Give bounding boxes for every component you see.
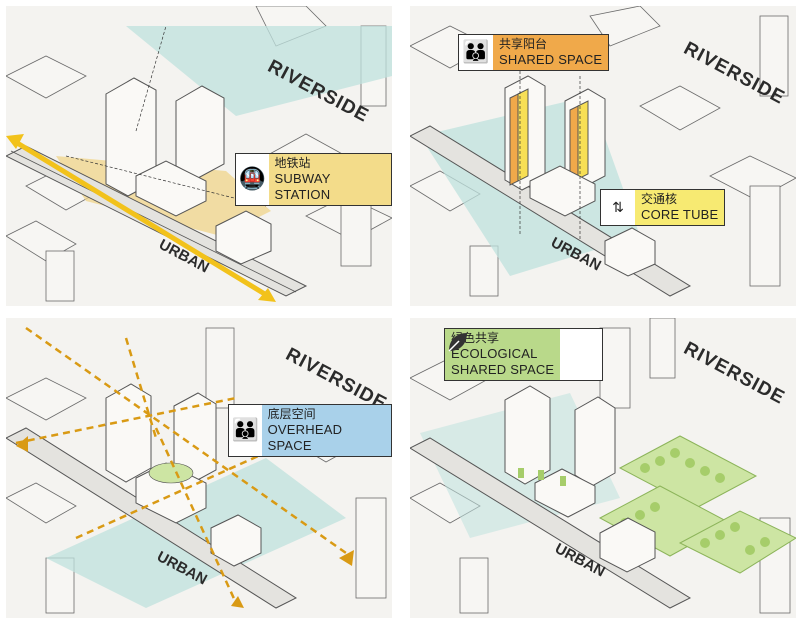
overhead-space-diagram bbox=[6, 326, 387, 614]
overhead-space-callout: 👪 底层空间 OVERHEAD SPACE bbox=[228, 404, 392, 457]
callout-title-en: SHARED SPACE bbox=[499, 52, 603, 67]
callout-title-en: CORE TUBE bbox=[641, 207, 719, 222]
subway-diagram bbox=[6, 6, 392, 302]
panel-subway-station: RIVERSIDE URBAN 🚇 地铁站 SUBWAY STATION bbox=[6, 6, 392, 306]
leaf-icon bbox=[448, 329, 603, 380]
elevator-icon: ⇅ bbox=[601, 190, 635, 225]
ecological-shared-space-callout: 绿色共享 ECOLOGICAL SHARED SPACE bbox=[444, 328, 604, 381]
callout-title-en: SUBWAY STATION bbox=[274, 171, 331, 202]
shared-space-callout: 👪 共享阳台 SHARED SPACE bbox=[458, 34, 610, 71]
panel-ecological-shared-space: RIVERSIDE URBAN 绿色共享 ECOLOGICAL SHARED S… bbox=[410, 318, 796, 618]
shared-space-diagram bbox=[410, 6, 796, 297]
callout-title-en-line1: ECOLOGICAL bbox=[451, 346, 538, 361]
callout-title-cn: 共享阳台 bbox=[499, 37, 548, 51]
panel-overhead-space: RIVERSIDE URBAN 👪 底层空间 OVERHEAD SPACE bbox=[6, 318, 392, 618]
subway-station-callout: 🚇 地铁站 SUBWAY STATION bbox=[235, 153, 392, 206]
callout-title-cn: 地铁站 bbox=[274, 156, 311, 170]
callout-title-en: OVERHEAD SPACE bbox=[267, 422, 343, 453]
core-tube-callout: ⇅ 交通核 CORE TUBE bbox=[600, 189, 726, 226]
callout-title-en-line2: SHARED SPACE bbox=[451, 362, 555, 377]
panel-shared-space: RIVERSIDE URBAN 👪 共享阳台 SHARED SPACE ⇅ 交通… bbox=[410, 6, 796, 306]
people-icon: 👪 bbox=[459, 35, 493, 70]
leaf-icon-glyph bbox=[448, 333, 467, 352]
callout-title-cn: 交通核 bbox=[641, 192, 678, 206]
train-icon: 🚇 bbox=[236, 154, 269, 205]
callout-title-cn: 底层空间 bbox=[267, 407, 316, 421]
people-icon: 👪 bbox=[229, 405, 262, 456]
ecological-diagram bbox=[410, 318, 796, 614]
